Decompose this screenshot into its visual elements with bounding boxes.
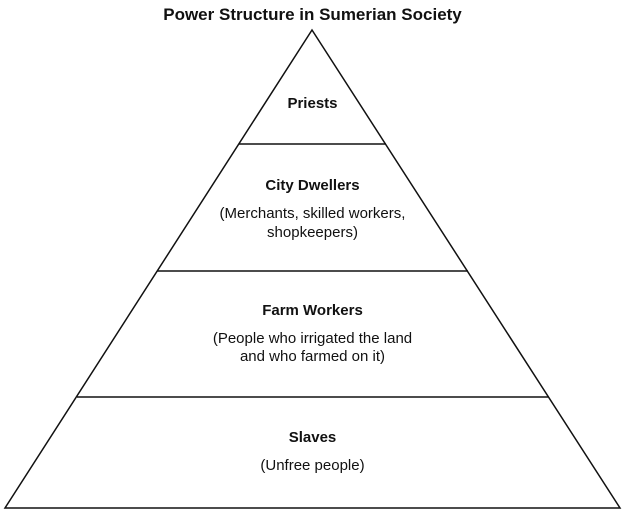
tier-slaves-label: Slaves: [288, 429, 337, 446]
tier-city-dwellers-desc: shopkeepers): [267, 224, 358, 241]
tier-farm-workers-desc: (People who irrigated the land: [212, 330, 413, 347]
tier-farm-workers-desc: and who farmed on it): [239, 348, 386, 365]
pyramid-outline: [3, 28, 622, 509]
tier-slaves-desc: (Unfree people): [260, 457, 365, 474]
tier-farm-workers-label: Farm Workers: [262, 302, 363, 319]
tier-city-dwellers-desc: (Merchants, skilled workers,: [219, 205, 406, 222]
tier-city-dwellers-label: City Dwellers: [265, 177, 360, 194]
tier-priests-label: Priests: [287, 95, 338, 112]
diagram-title: Power Structure in Sumerian Society: [163, 5, 462, 24]
